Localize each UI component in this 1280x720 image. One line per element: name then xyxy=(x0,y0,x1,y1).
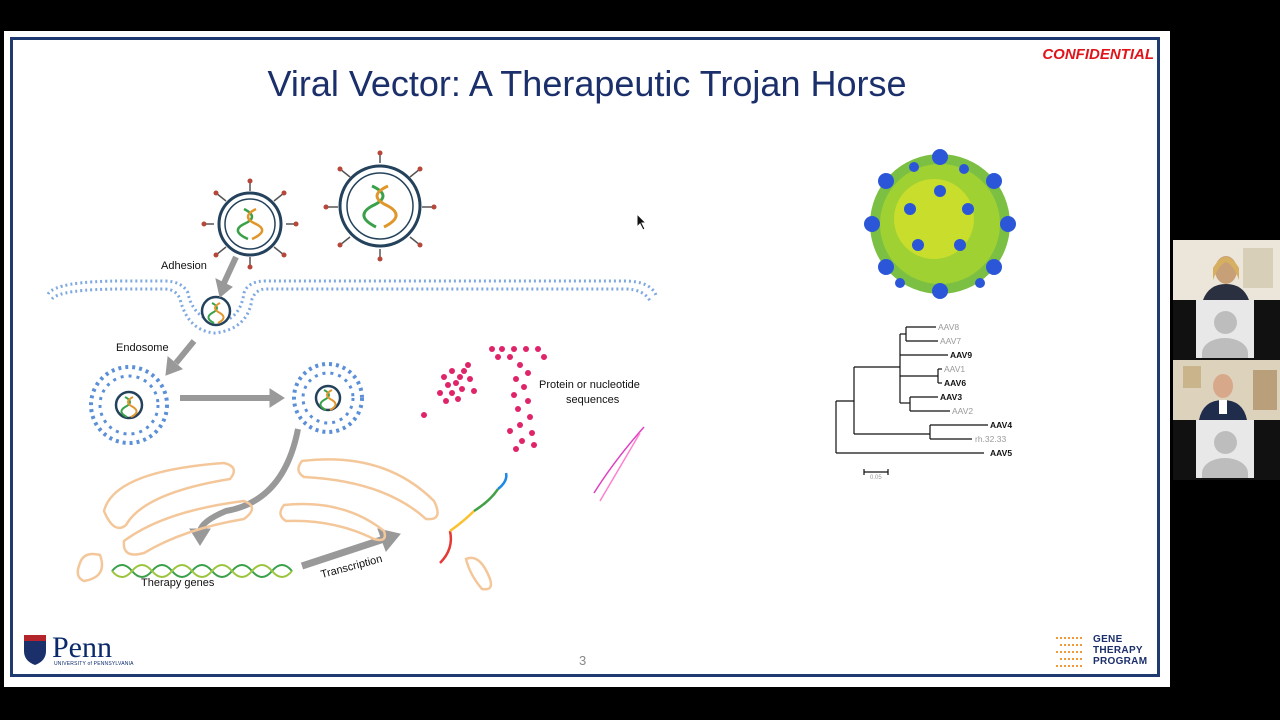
avatar-head xyxy=(1214,431,1237,454)
endosome-left xyxy=(89,365,169,445)
phylogenetic-tree xyxy=(835,326,988,475)
participant-3-avatar xyxy=(1173,360,1280,420)
nucleotide-helix xyxy=(593,426,645,502)
penn-shield-icon xyxy=(24,635,46,665)
virus-particle-small xyxy=(201,178,299,270)
mouse-cursor-icon xyxy=(636,213,648,231)
therapy-genes-label: Therapy genes xyxy=(141,577,215,589)
gtp-line1: GENE xyxy=(1093,634,1123,645)
participant-4-avatar xyxy=(1196,420,1254,478)
protein-label-line2: sequences xyxy=(566,394,620,406)
slide-title: Viral Vector: A Therapeutic Trojan Horse xyxy=(267,63,907,104)
gtp-line3: PROGRAM xyxy=(1093,656,1148,667)
participant-2-avatar xyxy=(1196,300,1254,358)
mrna-strand xyxy=(439,472,508,564)
adhesion-label: Adhesion xyxy=(161,260,207,272)
gtp-line2: THERAPY xyxy=(1093,645,1143,656)
penn-logo-subtitle: UNIVERSITY of PENNSYLVANIA xyxy=(54,661,134,667)
protein-clusters xyxy=(421,346,547,452)
tree-label-aav2: AAV2 xyxy=(952,406,974,416)
organelles xyxy=(76,458,493,591)
tree-label-aav8: AAV8 xyxy=(938,322,960,332)
penn-logo-text: Penn xyxy=(52,631,112,664)
protein-label-line1: Protein or nucleotide xyxy=(539,379,640,391)
endocytosed-particle xyxy=(200,295,232,327)
virus-particle-large xyxy=(323,150,437,262)
endosome-label: Endosome xyxy=(116,342,169,354)
gene-therapy-logo-mark xyxy=(1056,637,1084,667)
tree-scale-label: 0.05 xyxy=(870,475,882,481)
tree-label-aav3: AAV3 xyxy=(940,392,963,402)
viral-vector-diagram xyxy=(24,149,1084,667)
tree-label-aav6: AAV6 xyxy=(944,378,967,388)
tree-label-aav1: AAV1 xyxy=(944,364,966,374)
presentation-slide: CONFIDENTIAL Viral Vector: A Therapeutic… xyxy=(4,31,1170,687)
tree-label-aav9: AAV9 xyxy=(950,350,973,360)
avatar-body xyxy=(1202,338,1248,358)
avatar-body xyxy=(1202,458,1248,478)
aav-capsid-image xyxy=(864,149,1016,299)
therapy-genes-dna xyxy=(111,564,293,578)
tree-label-aav4: AAV4 xyxy=(990,420,1013,430)
endosome-right xyxy=(292,362,364,434)
avatar-head xyxy=(1214,311,1237,334)
participant-1-avatar xyxy=(1173,240,1280,300)
gene-therapy-program-logo: GENE THERAPY PROGRAM xyxy=(1093,634,1147,667)
confidential-label: CONFIDENTIAL xyxy=(1042,46,1154,63)
slide-border xyxy=(10,37,1160,677)
cell-membrane xyxy=(46,279,658,335)
tree-label-rh3233: rh.32.33 xyxy=(975,434,1007,444)
tree-label-aav5: AAV5 xyxy=(990,448,1013,458)
slide-number: 3 xyxy=(579,653,587,668)
participant-video-1[interactable] xyxy=(1173,240,1280,300)
tree-label-aav7: AAV7 xyxy=(940,336,962,346)
participant-video-3[interactable] xyxy=(1173,360,1280,420)
